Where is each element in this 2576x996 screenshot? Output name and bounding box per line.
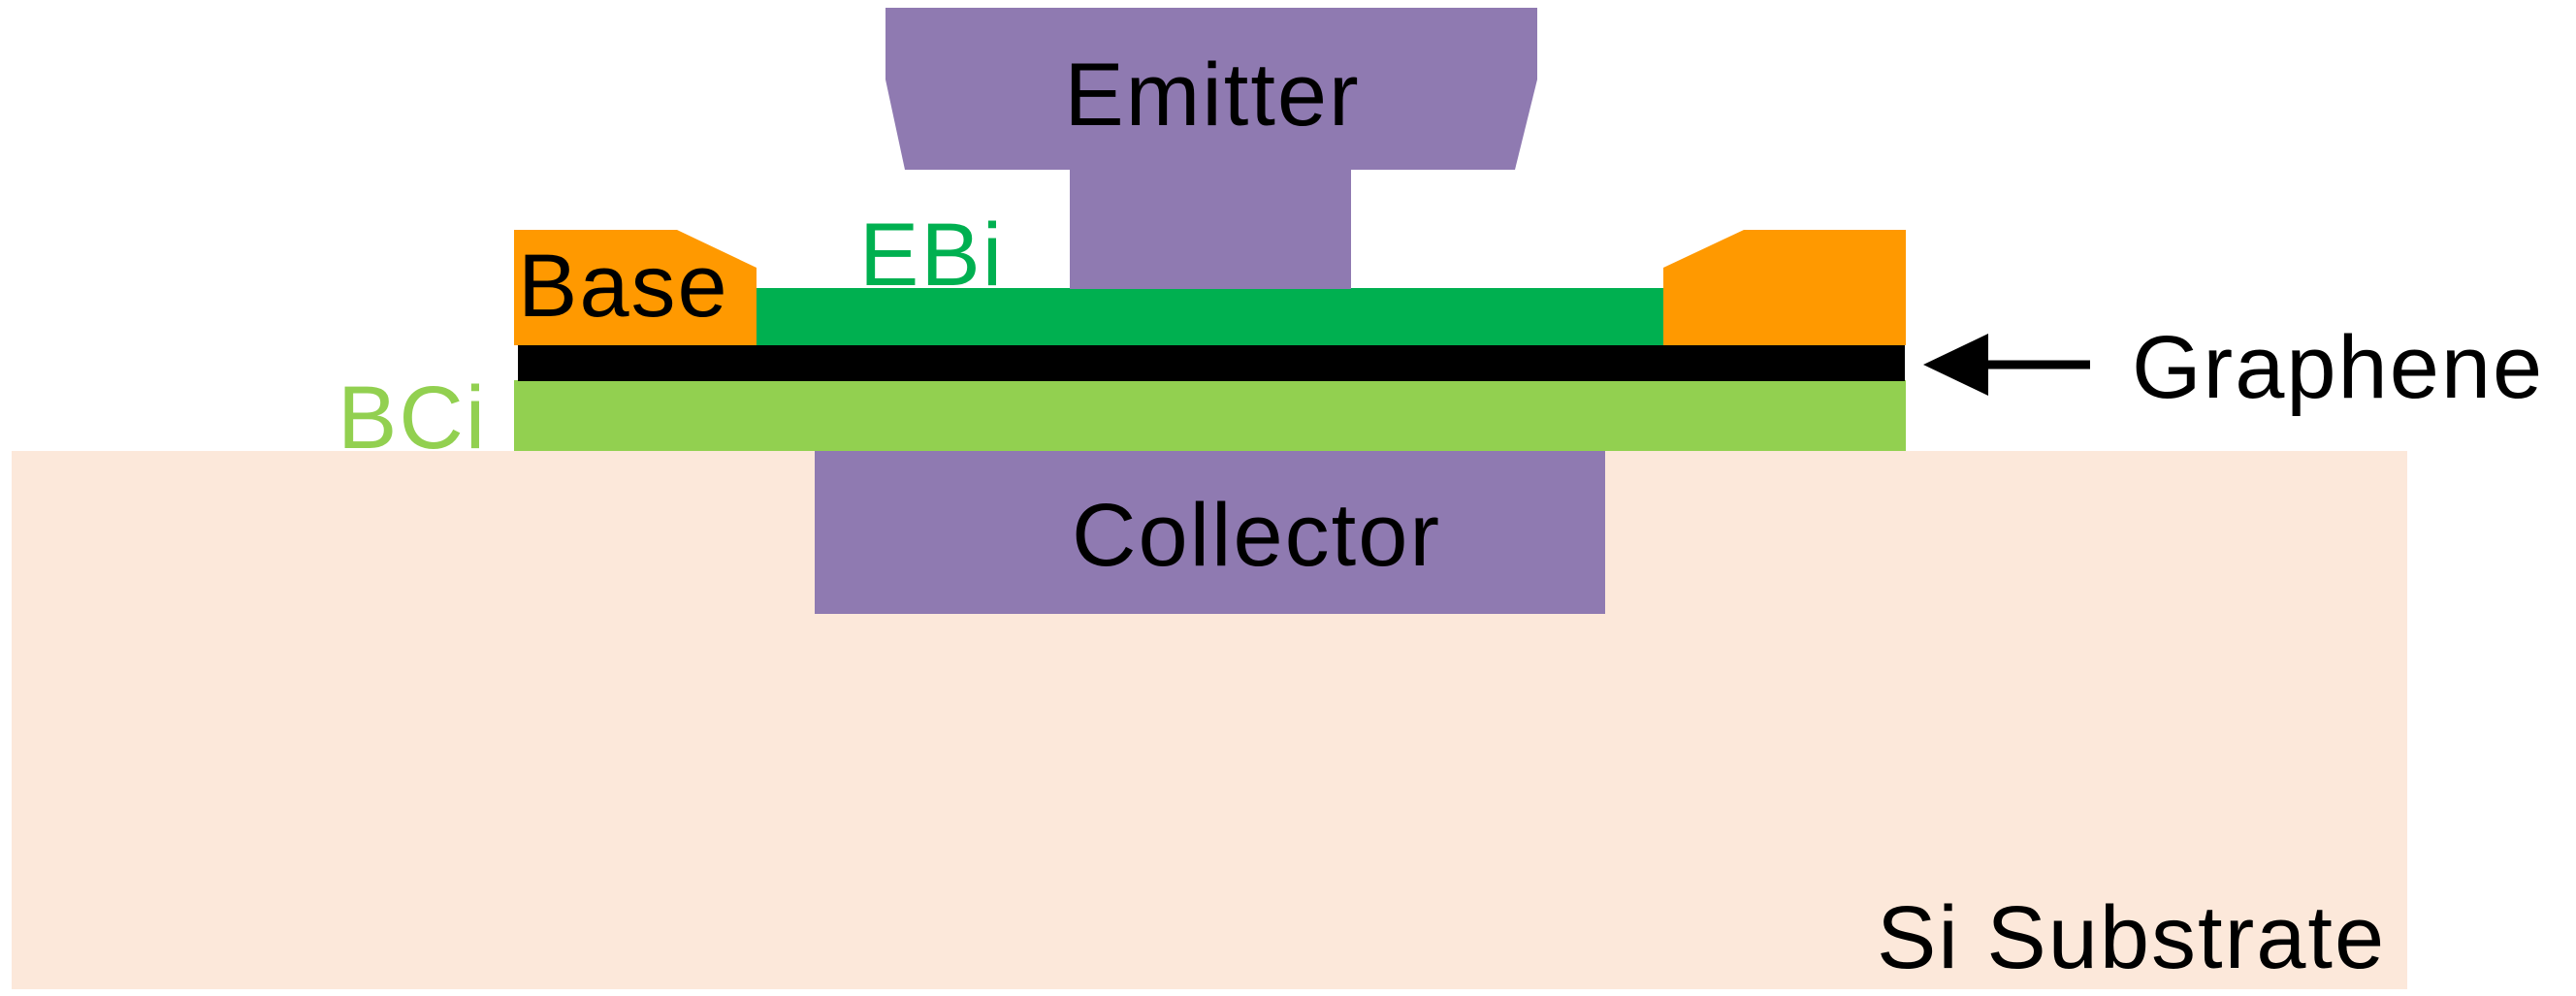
base-contact-right — [1663, 230, 1906, 345]
base-label: Base — [518, 237, 729, 336]
si-substrate-label: Si Substrate — [1877, 888, 2386, 987]
graphene-arrow-head-icon — [1923, 334, 1988, 396]
base-contact-left — [514, 230, 757, 345]
emitter-cap — [886, 8, 1537, 170]
graphene-label: Graphene — [2132, 318, 2544, 417]
bci-layer — [514, 380, 1906, 451]
emitter-label: Emitter — [1064, 46, 1360, 145]
bci-label: BCi — [338, 369, 487, 467]
emitter-stem — [1070, 165, 1351, 289]
ebi-layer — [757, 288, 1663, 345]
ebi-label: EBi — [859, 206, 1004, 305]
collector-label: Collector — [1072, 486, 1441, 585]
collector-block — [815, 451, 1605, 614]
graphene-layer — [518, 345, 1905, 381]
